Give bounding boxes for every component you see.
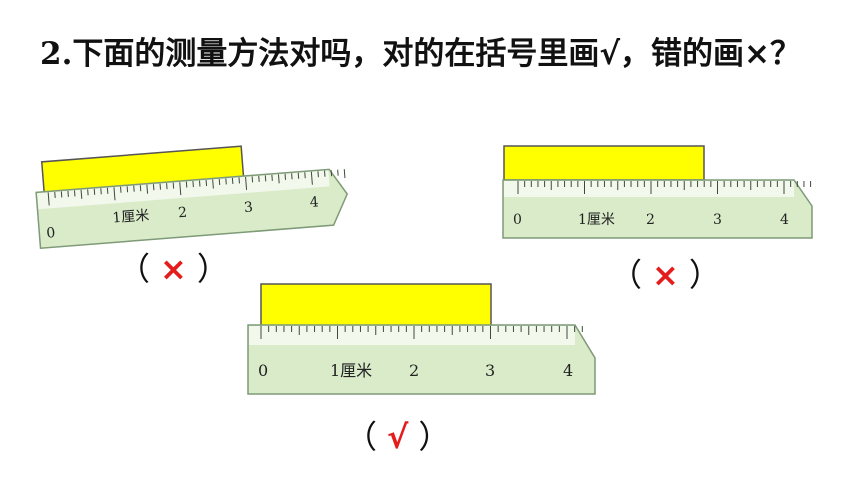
question-body: 下面的测量方法对吗，对的在括号里画√，错的画×？: [72, 36, 802, 72]
cross-icon: ×: [160, 250, 187, 288]
ruler-tick: [277, 174, 280, 184]
ruler-ticks: [517, 181, 812, 194]
ruler-label-0: 0: [513, 212, 522, 228]
ruler-tick: [212, 179, 214, 189]
ruler-tick: [245, 176, 248, 190]
ruler-tick: [113, 187, 116, 201]
ruler-ticks: [260, 326, 583, 339]
answer-tilted: （×）: [118, 244, 229, 290]
measured-object: [503, 145, 705, 181]
question-number: 2.: [40, 36, 73, 72]
ruler-label-0: 0: [46, 225, 56, 242]
ruler-top-strip: [37, 170, 330, 210]
ruler-label-2: 2: [646, 212, 655, 228]
ruler-label-1: 1厘米: [112, 208, 150, 227]
ruler-ticks: [47, 169, 346, 206]
ruler-center: 0 1厘米 2 3 4: [245, 282, 615, 402]
paren-open: （: [610, 256, 643, 294]
paren-close: ）: [196, 250, 229, 288]
ruler-tilted: 0 1厘米 2 3 4: [30, 140, 360, 250]
ruler-top-strip: [249, 326, 575, 345]
ruler-label-3: 3: [713, 212, 722, 228]
question-text: 2.下面的测量方法对吗，对的在括号里画√，错的画×？: [40, 26, 840, 82]
measured-object: [260, 283, 492, 327]
ruler-tick: [146, 184, 149, 194]
ruler-tick: [80, 189, 83, 199]
ruler-tilted-group: 0 1厘米 2 3 4: [35, 145, 349, 250]
answer-right: （×）: [610, 250, 721, 296]
answer-center: （√）: [345, 412, 450, 458]
ruler-right: 0 1厘米 2 3 4: [500, 140, 830, 250]
ruler-label-3: 3: [243, 199, 253, 216]
ruler-label-4: 4: [563, 361, 573, 380]
ruler-tick: [310, 171, 313, 185]
ruler-label-4: 4: [309, 194, 319, 211]
paren-open: （: [345, 418, 378, 456]
ruler-label-2: 2: [178, 205, 188, 222]
ruler-label-3: 3: [485, 361, 495, 380]
ruler-label-0: 0: [258, 361, 268, 380]
ruler-tick: [179, 182, 182, 196]
ruler-label-2: 2: [409, 361, 419, 380]
paren-close: ）: [418, 418, 451, 456]
ruler-label-1: 1厘米: [330, 361, 372, 380]
ruler-top-strip: [504, 181, 794, 197]
paren-open: （: [118, 250, 151, 288]
check-icon: √: [387, 418, 409, 456]
ruler-label-1: 1厘米: [578, 212, 615, 228]
paren-close: ）: [688, 256, 721, 294]
ruler-tick: [343, 169, 346, 179]
ruler-label-4: 4: [780, 212, 789, 228]
cross-icon: ×: [652, 256, 679, 294]
ruler-tick: [47, 192, 50, 206]
